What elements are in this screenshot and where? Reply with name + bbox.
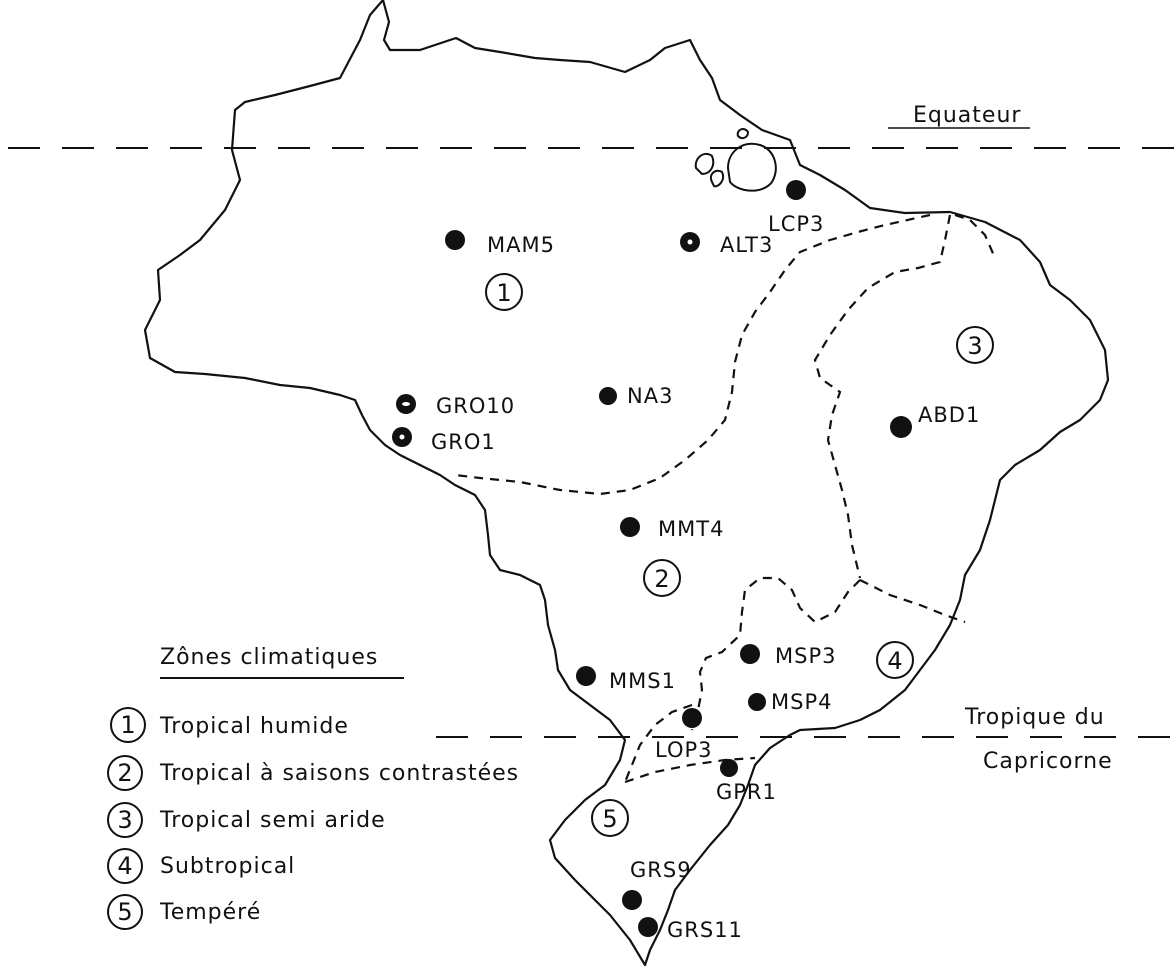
station-label: LOP3 xyxy=(655,738,713,762)
equator-label: Equateur xyxy=(913,103,1021,128)
zone-boundary-3-east xyxy=(954,213,997,259)
tropic-label-line1: Tropique du xyxy=(964,705,1105,730)
station-dot xyxy=(638,917,658,937)
zone-marker-4: 4 xyxy=(876,641,914,679)
svg-text:2: 2 xyxy=(654,565,669,593)
station-NA3: NA3 xyxy=(599,384,673,408)
station-label: GRO10 xyxy=(436,394,515,418)
station-label: NA3 xyxy=(627,384,673,408)
small-island xyxy=(710,169,724,188)
marajo-island xyxy=(726,142,777,192)
legend-label: Subtropical xyxy=(160,854,295,879)
station-dot xyxy=(890,416,912,438)
svg-text:1: 1 xyxy=(120,711,135,739)
station-label: MMT4 xyxy=(658,517,724,541)
station-label: LCP3 xyxy=(768,212,824,236)
zone-boundary-2-4 xyxy=(690,576,861,731)
station-label: GRO1 xyxy=(431,430,496,454)
zone-boundary-2-5 xyxy=(623,703,693,783)
station-ALT3: ALT3 xyxy=(680,232,773,257)
station-MSP3: MSP3 xyxy=(740,644,836,668)
legend-label: Tropical à saisons contrastées xyxy=(159,761,519,786)
legend-label: Tropical humide xyxy=(159,714,349,739)
station-label: MSP3 xyxy=(775,644,836,668)
station-dot xyxy=(748,693,766,711)
svg-text:5: 5 xyxy=(117,898,132,926)
station-label: MSP4 xyxy=(771,690,832,714)
zone-boundary-1-2 xyxy=(454,213,931,496)
station-MAM5: MAM5 xyxy=(445,230,555,257)
svg-text:3: 3 xyxy=(967,332,982,360)
svg-text:4: 4 xyxy=(117,852,132,880)
station-label: GRS11 xyxy=(667,918,743,942)
station-dot xyxy=(622,890,642,910)
station-dot xyxy=(720,759,738,777)
station-dot xyxy=(786,180,806,200)
station-label: MMS1 xyxy=(609,669,676,693)
zone-boundary-3-4 xyxy=(859,579,966,624)
small-island xyxy=(694,152,715,176)
station-label: MAM5 xyxy=(487,233,555,257)
legend: Zônes climatiques 1 Tropical humide 2 Tr… xyxy=(107,645,519,930)
station-ABD1: ABD1 xyxy=(890,403,980,438)
zone-marker-1: 1 xyxy=(485,273,523,311)
legend-label: Tropical semi aride xyxy=(159,808,386,833)
svg-text:2: 2 xyxy=(117,759,132,787)
station-GRS9: GRS9 xyxy=(622,858,692,910)
station-GRO1: GRO1 xyxy=(392,427,496,454)
station-dot xyxy=(682,708,702,728)
legend-item-4: 4 Subtropical xyxy=(107,848,295,884)
station-dot xyxy=(445,230,465,250)
station-GRO10: GRO10 xyxy=(396,394,515,418)
zone-boundary-2-3 xyxy=(813,214,952,579)
zone-marker-2: 2 xyxy=(643,559,681,597)
station-label: GRS9 xyxy=(630,858,692,882)
zone-marker-3: 3 xyxy=(956,326,994,364)
legend-item-5: 5 Tempéré xyxy=(107,894,261,930)
station-GRS11: GRS11 xyxy=(638,917,743,942)
station-LOP3: LOP3 xyxy=(655,708,713,762)
svg-text:5: 5 xyxy=(602,805,617,833)
zone-marker-5: 5 xyxy=(591,799,629,837)
station-dot xyxy=(620,517,640,537)
station-MMT4: MMT4 xyxy=(620,517,724,541)
station-MMS1: MMS1 xyxy=(576,666,676,693)
station-dot xyxy=(576,666,596,686)
legend-item-3: 3 Tropical semi aride xyxy=(107,802,386,838)
legend-title: Zônes climatiques xyxy=(160,645,378,670)
station-GPR1: GPR1 xyxy=(716,759,777,804)
station-dot xyxy=(740,644,760,664)
tropic-label-line2: Capricorne xyxy=(983,749,1113,774)
legend-item-1: 1 Tropical humide xyxy=(110,707,349,743)
zone-boundary-4-5 xyxy=(624,756,756,784)
legend-label: Tempéré xyxy=(159,900,261,925)
small-island xyxy=(736,128,750,140)
svg-text:4: 4 xyxy=(887,647,902,675)
station-dot xyxy=(599,387,617,405)
station-label: ALT3 xyxy=(720,233,773,257)
station-MSP4: MSP4 xyxy=(748,690,832,714)
station-label: ABD1 xyxy=(918,403,980,427)
station-label: GPR1 xyxy=(716,780,777,804)
svg-text:1: 1 xyxy=(496,279,511,307)
station-LCP3: LCP3 xyxy=(768,180,824,236)
svg-text:3: 3 xyxy=(117,806,132,834)
legend-item-2: 2 Tropical à saisons contrastées xyxy=(107,755,519,791)
